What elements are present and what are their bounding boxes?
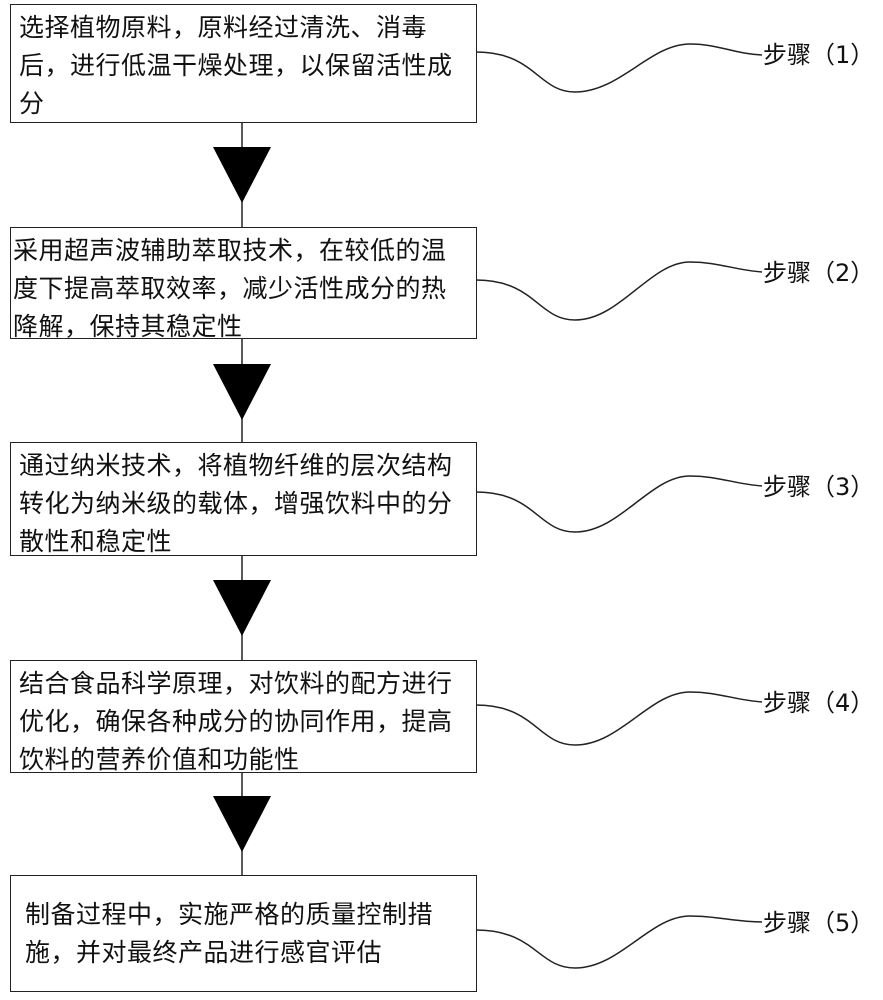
leader-line-step-5	[475, 915, 763, 969]
step-text-1: 选择植物原料，原料经过清洗、消毒后，进行低温干燥处理，以保留活性成分	[19, 13, 453, 118]
step-box-3: 通过纳米技术，将植物纤维的层次结构转化为纳米级的载体，增强饮料中的分散性和稳定性	[10, 442, 477, 556]
step-text-3: 通过纳米技术，将植物纤维的层次结构转化为纳米级的载体，增强饮料中的分散性和稳定性	[19, 451, 453, 556]
step-box-2: 采用超声波辅助萃取技术，在较低的温度下提高萃取效率，减少活性成分的热降解，保持其…	[10, 227, 477, 341]
step-text-5: 制备过程中，实施严格的质量控制措施，并对最终产品进行感官评估	[25, 900, 434, 967]
step-label-1: 步骤（1）	[763, 41, 875, 69]
step-label-2: 步骤（2）	[763, 259, 875, 287]
down-arrow-icon	[213, 796, 271, 852]
step-label-5: 步骤（5）	[763, 909, 875, 937]
step-text-4: 结合食品科学原理，对饮料的配方进行优化，确保各种成分的协同作用，提高饮料的营养价…	[19, 669, 453, 774]
leader-line-step-1	[475, 43, 763, 93]
leader-line-step-2	[475, 261, 763, 321]
leader-line-step-3	[475, 475, 763, 533]
step-label-4: 步骤（4）	[763, 689, 875, 717]
down-arrow-icon	[213, 147, 271, 203]
step-label-3: 步骤（3）	[763, 473, 875, 501]
step-box-5: 制备过程中，实施严格的质量控制措施，并对最终产品进行感官评估	[10, 875, 477, 992]
step-box-1: 选择植物原料，原料经过清洗、消毒后，进行低温干燥处理，以保留活性成分	[10, 4, 477, 123]
down-arrow-icon	[213, 580, 271, 636]
down-arrow-icon	[213, 364, 271, 420]
step-box-4: 结合食品科学原理，对饮料的配方进行优化，确保各种成分的协同作用，提高饮料的营养价…	[10, 660, 477, 774]
leader-line-step-4	[475, 691, 763, 746]
step-text-2: 采用超声波辅助萃取技术，在较低的温度下提高萃取效率，减少活性成分的热降解，保持其…	[13, 236, 447, 341]
